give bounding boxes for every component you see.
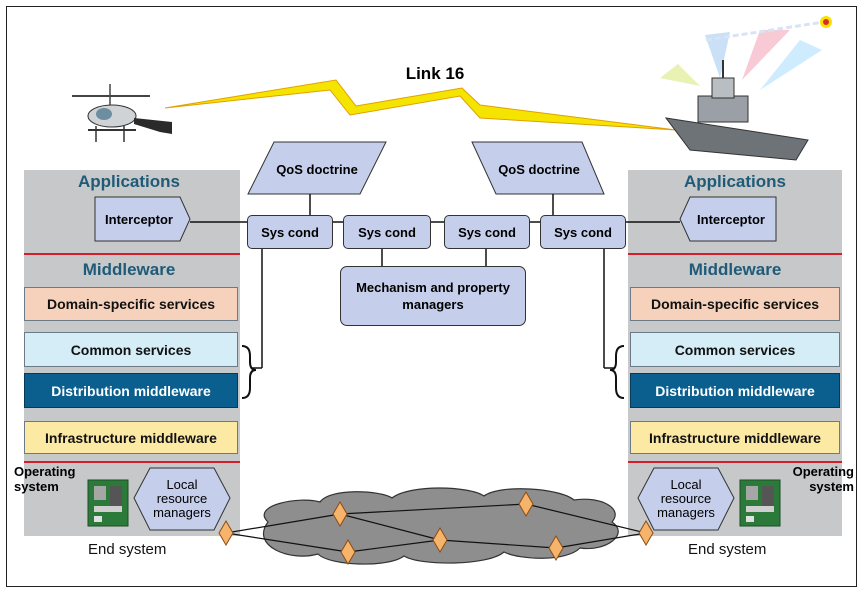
left-circuit-board-icon xyxy=(87,479,129,527)
left-operating-system-label: Operating system xyxy=(14,464,76,494)
router-node-icon xyxy=(340,539,356,565)
left-lrm-shape xyxy=(133,467,231,531)
router-nodes xyxy=(218,491,654,565)
left-distribution-middleware: Distribution middleware xyxy=(24,373,238,408)
router-node-icon xyxy=(332,501,348,527)
left-applications-header: Applications xyxy=(77,172,180,191)
qos-doctrine-left-shape xyxy=(247,141,387,195)
left-interceptor-label: Interceptor xyxy=(105,211,173,227)
qos-doctrine-right-label: QoS doctrine xyxy=(498,161,580,177)
right-brace-icon xyxy=(609,345,625,399)
left-lrm-label: Local resource managers xyxy=(153,477,211,520)
sys-cond-3: Sys cond xyxy=(444,215,530,249)
ship-icon xyxy=(660,16,832,161)
router-node-icon xyxy=(518,491,534,517)
right-interceptor-shape xyxy=(679,196,777,242)
qos-doctrine-right-shape xyxy=(471,141,605,195)
right-lrm-shape xyxy=(637,467,735,531)
router-node-icon xyxy=(548,535,564,561)
left-middleware-header: Middleware xyxy=(82,260,176,279)
lightning-bolt-icon xyxy=(164,79,677,131)
right-interceptor-label: Interceptor xyxy=(697,211,765,227)
left-applications-divider xyxy=(24,253,240,255)
right-domain-services: Domain-specific services xyxy=(630,287,840,321)
left-end-system-label: End system xyxy=(88,541,167,558)
left-common-services: Common services xyxy=(24,332,238,367)
mechanism-property-managers: Mechanism and property managers xyxy=(340,266,526,326)
left-middleware-divider xyxy=(24,461,240,463)
router-node-icon xyxy=(218,520,234,546)
right-common-services: Common services xyxy=(630,332,840,367)
right-lrm-label: Local resource managers xyxy=(657,477,715,520)
network-cloud-icon xyxy=(262,487,619,565)
sys-cond-4: Sys cond xyxy=(540,215,626,249)
left-infrastructure-middleware: Infrastructure middleware xyxy=(24,421,238,454)
right-end-system-label: End system xyxy=(688,541,767,558)
right-applications-divider xyxy=(628,253,842,255)
right-infrastructure-middleware: Infrastructure middleware xyxy=(630,421,840,454)
right-distribution-middleware: Distribution middleware xyxy=(630,373,840,408)
left-interceptor-shape xyxy=(94,196,191,242)
helicopter-icon xyxy=(72,84,172,142)
qos-doctrine-left-label: QoS doctrine xyxy=(276,161,358,177)
right-applications-header: Applications xyxy=(683,172,786,191)
sys-cond-1: Sys cond xyxy=(247,215,333,249)
right-middleware-divider xyxy=(628,461,842,463)
right-operating-system-label: Operating system xyxy=(792,464,854,494)
network-links xyxy=(225,503,647,553)
link-16-label: Link 16 xyxy=(405,64,465,83)
left-brace-icon xyxy=(241,345,257,399)
router-node-icon xyxy=(432,527,448,553)
right-circuit-board-icon xyxy=(739,479,781,527)
sys-cond-2: Sys cond xyxy=(343,215,431,249)
right-middleware-header: Middleware xyxy=(688,260,782,279)
router-node-icon xyxy=(638,520,654,546)
left-domain-services: Domain-specific services xyxy=(24,287,238,321)
